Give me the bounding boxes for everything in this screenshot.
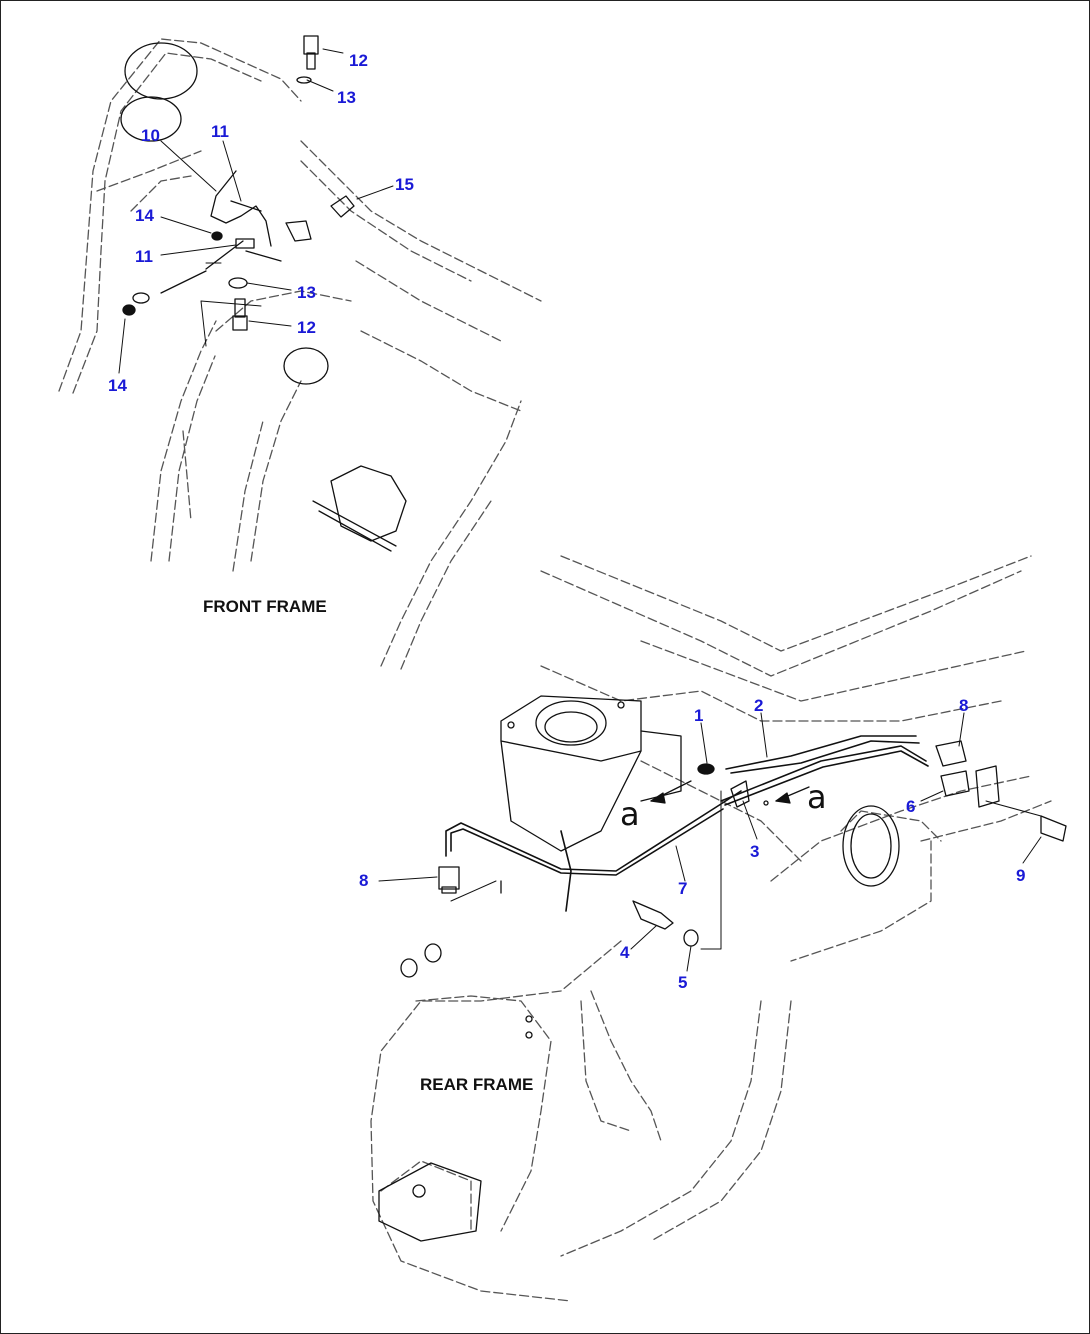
- rear-hoses: [445, 735, 929, 912]
- callout-9: 9: [1016, 866, 1026, 885]
- front-frame-parts: [122, 35, 355, 331]
- callout-10: 10: [141, 126, 160, 145]
- callout-2: 2: [754, 696, 764, 715]
- rear-leaders: [378, 712, 1042, 972]
- rear-frame-outline: [370, 555, 1052, 1302]
- callout-12-top: 12: [349, 51, 368, 70]
- front-frame-solid: [120, 42, 407, 552]
- callout-13-top: 13: [337, 88, 356, 107]
- front-frame-caption: FRONT FRAME: [203, 597, 327, 616]
- rear-frame-caption: REAR FRAME: [420, 1075, 534, 1094]
- front-frame-outline: [58, 38, 542, 670]
- view-marker-a-left: a: [620, 795, 640, 833]
- callout-15: 15: [395, 175, 414, 194]
- rear-parts: [438, 740, 1067, 947]
- callout-13-mid: 13: [297, 283, 316, 302]
- callout-12-mid: 12: [297, 318, 316, 337]
- callout-11-top: 11: [211, 122, 229, 141]
- callout-6: 6: [906, 797, 916, 816]
- callout-4: 4: [620, 943, 630, 962]
- callout-1: 1: [694, 706, 704, 725]
- callout-8-right: 8: [959, 696, 969, 715]
- callout-7: 7: [678, 879, 688, 898]
- front-leaders: [118, 48, 394, 374]
- view-marker-a-right: a: [807, 778, 827, 816]
- callout-3: 3: [750, 842, 760, 861]
- callout-14-top: 14: [135, 206, 154, 225]
- callout-5: 5: [678, 973, 688, 992]
- view-arrows: [650, 780, 810, 806]
- callout-11-mid: 11: [135, 247, 153, 266]
- callout-8-left: 8: [359, 871, 369, 890]
- callout-14-bottom: 14: [108, 376, 127, 395]
